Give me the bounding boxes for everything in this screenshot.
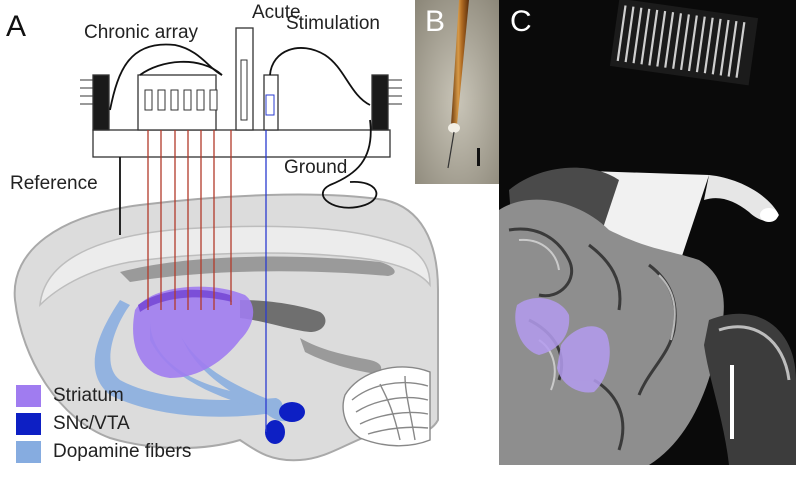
lateral-ventricle bbox=[240, 300, 326, 332]
panel-label-c: C bbox=[510, 5, 532, 38]
chronic-array-electrodes bbox=[144, 89, 218, 111]
stimulation-label: Stimulation bbox=[286, 13, 380, 34]
acute-label: Acute bbox=[252, 2, 301, 23]
legend: Striatum SNc/VTA Dopamine fibers bbox=[16, 382, 191, 466]
acute-electrode bbox=[240, 59, 248, 121]
scale-bar-b bbox=[477, 148, 480, 166]
legend-swatch bbox=[16, 413, 41, 435]
legend-label: Striatum bbox=[53, 385, 124, 406]
legend-swatch bbox=[16, 385, 41, 407]
legend-label: SNc/VTA bbox=[53, 413, 130, 434]
panel-label-a: A bbox=[6, 10, 27, 43]
legend-item-snc-vta: SNc/VTA bbox=[16, 410, 191, 438]
ground-wire bbox=[322, 119, 378, 209]
panel-b-photo bbox=[415, 0, 501, 184]
cerebellum bbox=[342, 366, 431, 447]
reference-label: Reference bbox=[10, 173, 98, 194]
legend-swatch bbox=[16, 441, 41, 463]
probe-photo bbox=[415, 0, 501, 184]
brain-coronal bbox=[499, 199, 724, 465]
panel-c-mri bbox=[499, 0, 796, 465]
headstage-connector-left bbox=[92, 74, 110, 131]
ground-label: Ground bbox=[284, 157, 348, 178]
snc-vta bbox=[265, 402, 305, 444]
scale-bar-c bbox=[730, 365, 734, 439]
headstage-connector-right bbox=[371, 74, 389, 131]
striatum bbox=[133, 286, 254, 378]
mri-image bbox=[499, 0, 796, 465]
chronic-array-label: Chronic array bbox=[84, 22, 199, 43]
legend-item-striatum: Striatum bbox=[16, 382, 191, 410]
stimulation-electrode bbox=[265, 94, 275, 116]
dopamine-fibers bbox=[94, 300, 288, 422]
panel-a-diagram bbox=[13, 27, 439, 462]
striatum-overlay bbox=[515, 297, 610, 393]
legend-item-dopamine-fibers: Dopamine fibers bbox=[16, 438, 191, 466]
legend-label: Dopamine fibers bbox=[53, 441, 192, 462]
corpus-callosum bbox=[120, 256, 395, 282]
chronic-array-wires bbox=[147, 130, 232, 310]
panel-label-b: B bbox=[425, 5, 446, 38]
recording-grid bbox=[609, 0, 759, 86]
